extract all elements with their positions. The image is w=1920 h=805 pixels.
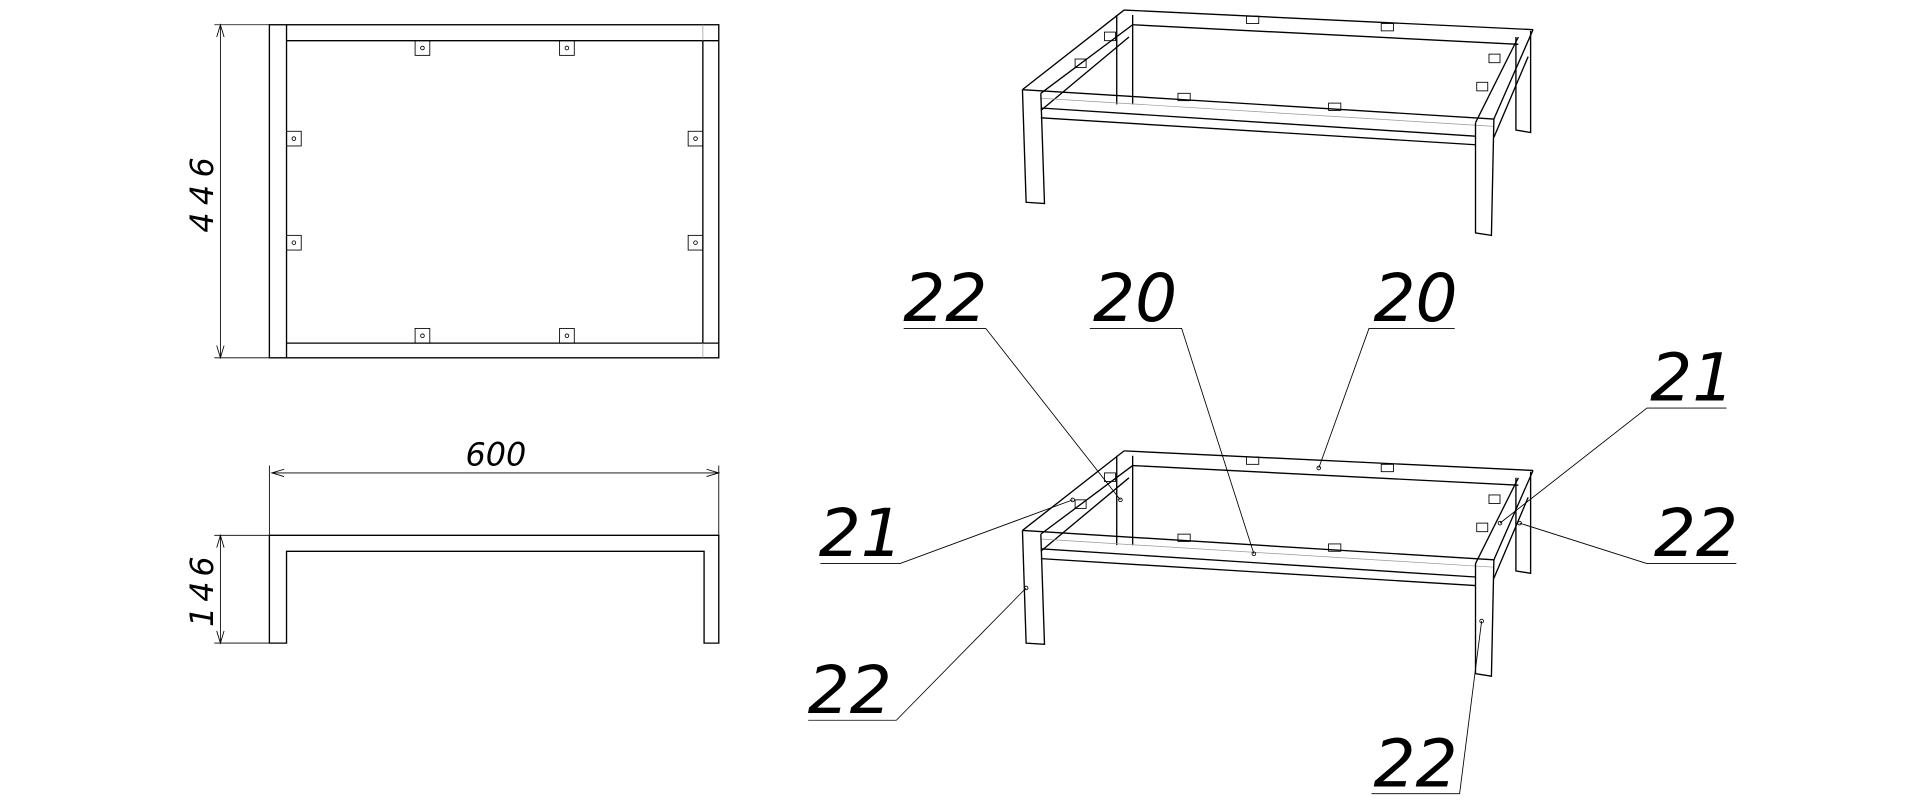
callout-21-a: 21: [1497, 340, 1734, 526]
dimension-600: 600: [466, 436, 527, 474]
side-view: 600 146: [183, 436, 721, 645]
svg-text:22: 22: [808, 652, 892, 729]
top-view: 446: [183, 23, 720, 360]
callout-22-b: 22: [1517, 495, 1738, 572]
svg-text:21: 21: [1650, 340, 1734, 417]
svg-text:21: 21: [819, 495, 903, 572]
svg-text:22: 22: [903, 260, 987, 337]
svg-text:20: 20: [1093, 260, 1177, 337]
callouts: 22 20 20 21 21 22 22 22: [808, 260, 1738, 802]
callout-20-a: 20: [1089, 260, 1257, 556]
svg-text:20: 20: [1373, 260, 1457, 337]
callout-22-c: 22: [808, 585, 1029, 729]
mounting-tabs: [286, 40, 704, 344]
isometric-frame-view: [1021, 9, 1534, 237]
callout-22-d: 22: [1371, 618, 1484, 802]
svg-text:22: 22: [1654, 495, 1738, 572]
dimension-446: 446: [183, 150, 221, 233]
callout-21-b: 21: [819, 495, 1075, 572]
callout-20-b: 20: [1316, 260, 1458, 471]
dimension-146: 146: [183, 552, 221, 627]
isometric-frame-callout-view: [1021, 450, 1534, 677]
svg-text:22: 22: [1373, 725, 1457, 802]
callout-22-a: 22: [903, 260, 1123, 503]
